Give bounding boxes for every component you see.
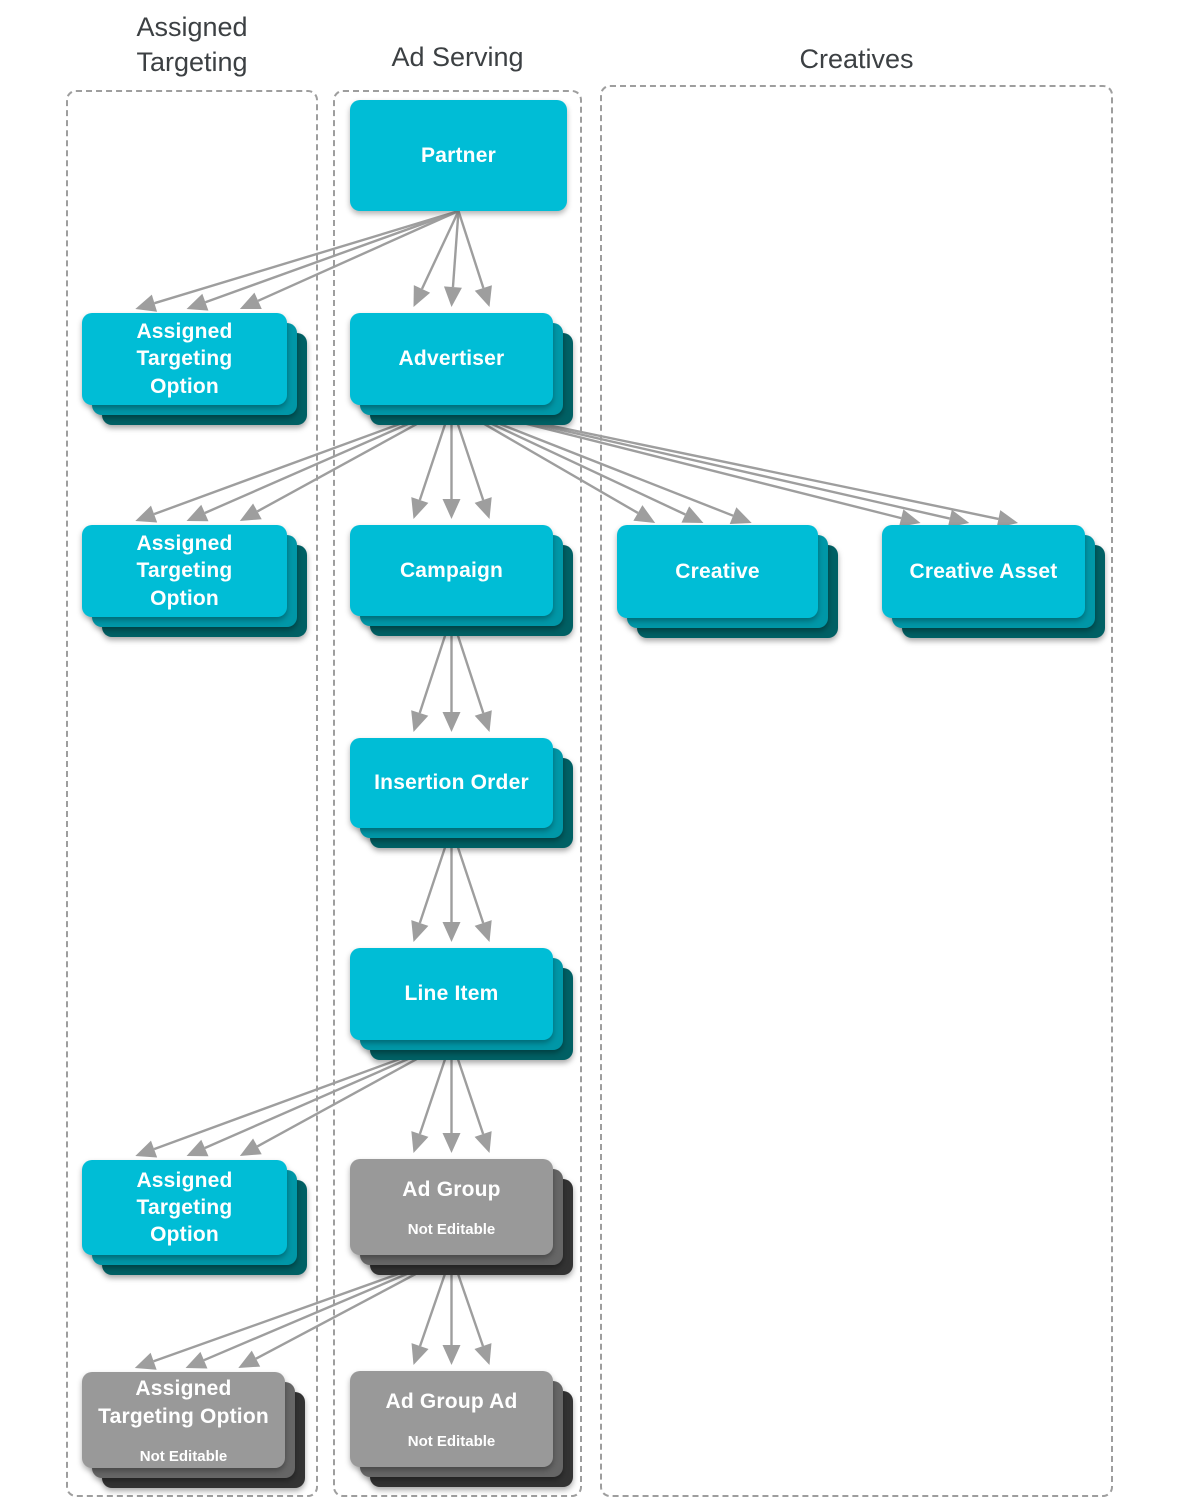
node-face: Assigned Targeting Option [82,1160,287,1255]
node-ato-partner: Assigned Targeting Option [82,313,307,425]
node-face: Line Item [350,948,553,1040]
node-ad-group-ad: Ad Group Ad Not Editable [350,1371,573,1487]
node-label: Assigned Targeting Option [98,1377,269,1428]
node-label: Ad Group [402,1177,501,1201]
column-creatives [600,85,1113,1497]
node-label: Partner [421,143,496,167]
node-face: Advertiser [350,313,553,405]
node-label: Assigned Targeting Option [136,320,233,398]
node-campaign: Campaign [350,525,573,636]
node-label: Advertiser [398,347,505,371]
node-face: Assigned Targeting Option [82,525,287,617]
column-title-assigned-targeting: Assigned Targeting [136,12,248,77]
node-face: Creative [617,525,818,618]
node-label: Creative Asset [909,559,1058,583]
node-label: Line Item [404,982,499,1006]
node-face: Campaign [350,525,553,616]
node-sublabel: Not Editable [407,1221,496,1239]
node-face: Insertion Order [350,738,553,828]
node-face: Ad Group Ad Not Editable [350,1371,553,1467]
node-advertiser: Advertiser [350,313,573,425]
node-label: Insertion Order [374,771,529,795]
node-creative-asset: Creative Asset [882,525,1105,638]
node-insertion-order: Insertion Order [350,738,573,848]
node-ato-line-item: Assigned Targeting Option [82,1160,307,1275]
node-label: Creative [675,559,760,583]
node-ato-advertiser: Assigned Targeting Option [82,525,307,637]
node-label: Ad Group Ad [385,1389,518,1413]
node-partner: Partner [350,100,567,211]
node-label: Campaign [399,558,504,582]
column-title-creatives: Creatives [799,44,914,74]
node-face: Creative Asset [882,525,1085,618]
node-line-item: Line Item [350,948,573,1060]
node-label: Assigned Targeting Option [136,1168,233,1247]
column-assigned-targeting [66,90,318,1497]
node-label: Assigned Targeting Option [136,532,233,610]
node-face: Assigned Targeting Option [82,313,287,405]
node-sublabel: Not Editable [407,1433,496,1451]
node-face: Partner [350,100,567,211]
column-ad-serving [333,90,582,1497]
node-creative: Creative [617,525,838,638]
node-sublabel: Not Editable [139,1447,228,1465]
column-title-ad-serving: Ad Serving [391,42,524,72]
